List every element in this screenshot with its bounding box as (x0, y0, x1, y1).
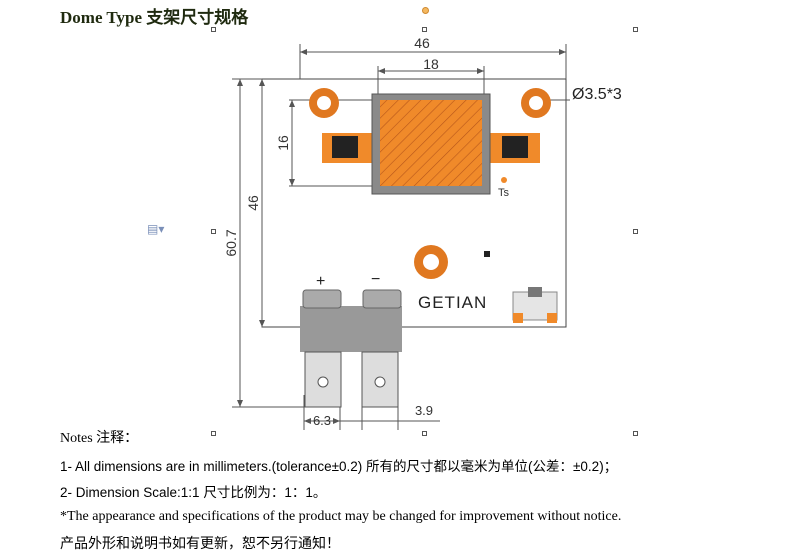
notes-heading: Notes 注释： (60, 431, 139, 446)
dim-16: 16 (275, 135, 291, 151)
resize-handle-top-right[interactable] (633, 27, 638, 32)
small-connector (512, 287, 558, 323)
led-chip (371, 93, 491, 195)
document-title: Dome Type 支架尺寸规格 (60, 8, 249, 27)
note-line-4: 产品外形和说明书如有更新，恕不另行通知！ (60, 537, 340, 552)
note-line-2: 2- Dimension Scale:1:1 尺寸比例为：1：1。 (60, 485, 327, 500)
ts-label: Ts (498, 187, 510, 199)
dim-6-3: 6.3 (313, 413, 331, 428)
smd-component-left (322, 133, 372, 163)
resize-handle-top[interactable] (422, 27, 427, 32)
resize-handle-left[interactable] (211, 229, 216, 234)
note-line-3: *The appearance and specifications of th… (60, 509, 622, 524)
polarity-mark (484, 251, 490, 257)
dim-3-9: 3.9 (415, 403, 433, 418)
resize-handle-bottom[interactable] (422, 431, 427, 436)
connector-block (300, 289, 402, 408)
rotate-handle[interactable] (422, 7, 429, 14)
resize-handle-bottom-right[interactable] (633, 431, 638, 436)
brand-label: GETIAN (418, 293, 487, 312)
mounting-hole-center (414, 245, 448, 279)
mounting-hole-left (309, 88, 339, 118)
resize-handle-top-left[interactable] (211, 27, 216, 32)
resize-handle-bottom-left[interactable] (211, 431, 216, 436)
thermal-point-dot (501, 177, 507, 183)
note-line-1: 1- All dimensions are in millimeters.(to… (60, 459, 618, 474)
dim-top-46: 46 (414, 35, 430, 51)
dim-60-7: 60.7 (223, 229, 239, 256)
plus-label: + (316, 273, 325, 290)
dim-18: 18 (423, 56, 439, 72)
resize-handle-right[interactable] (633, 229, 638, 234)
mounting-hole-right (521, 88, 551, 118)
smd-component-right (490, 133, 540, 163)
dim-side-46: 46 (245, 195, 261, 211)
minus-label: − (371, 271, 380, 288)
layout-options-icon[interactable]: ▤▾ (147, 222, 165, 236)
dim-hole: Ø3.5*3 (572, 86, 622, 103)
